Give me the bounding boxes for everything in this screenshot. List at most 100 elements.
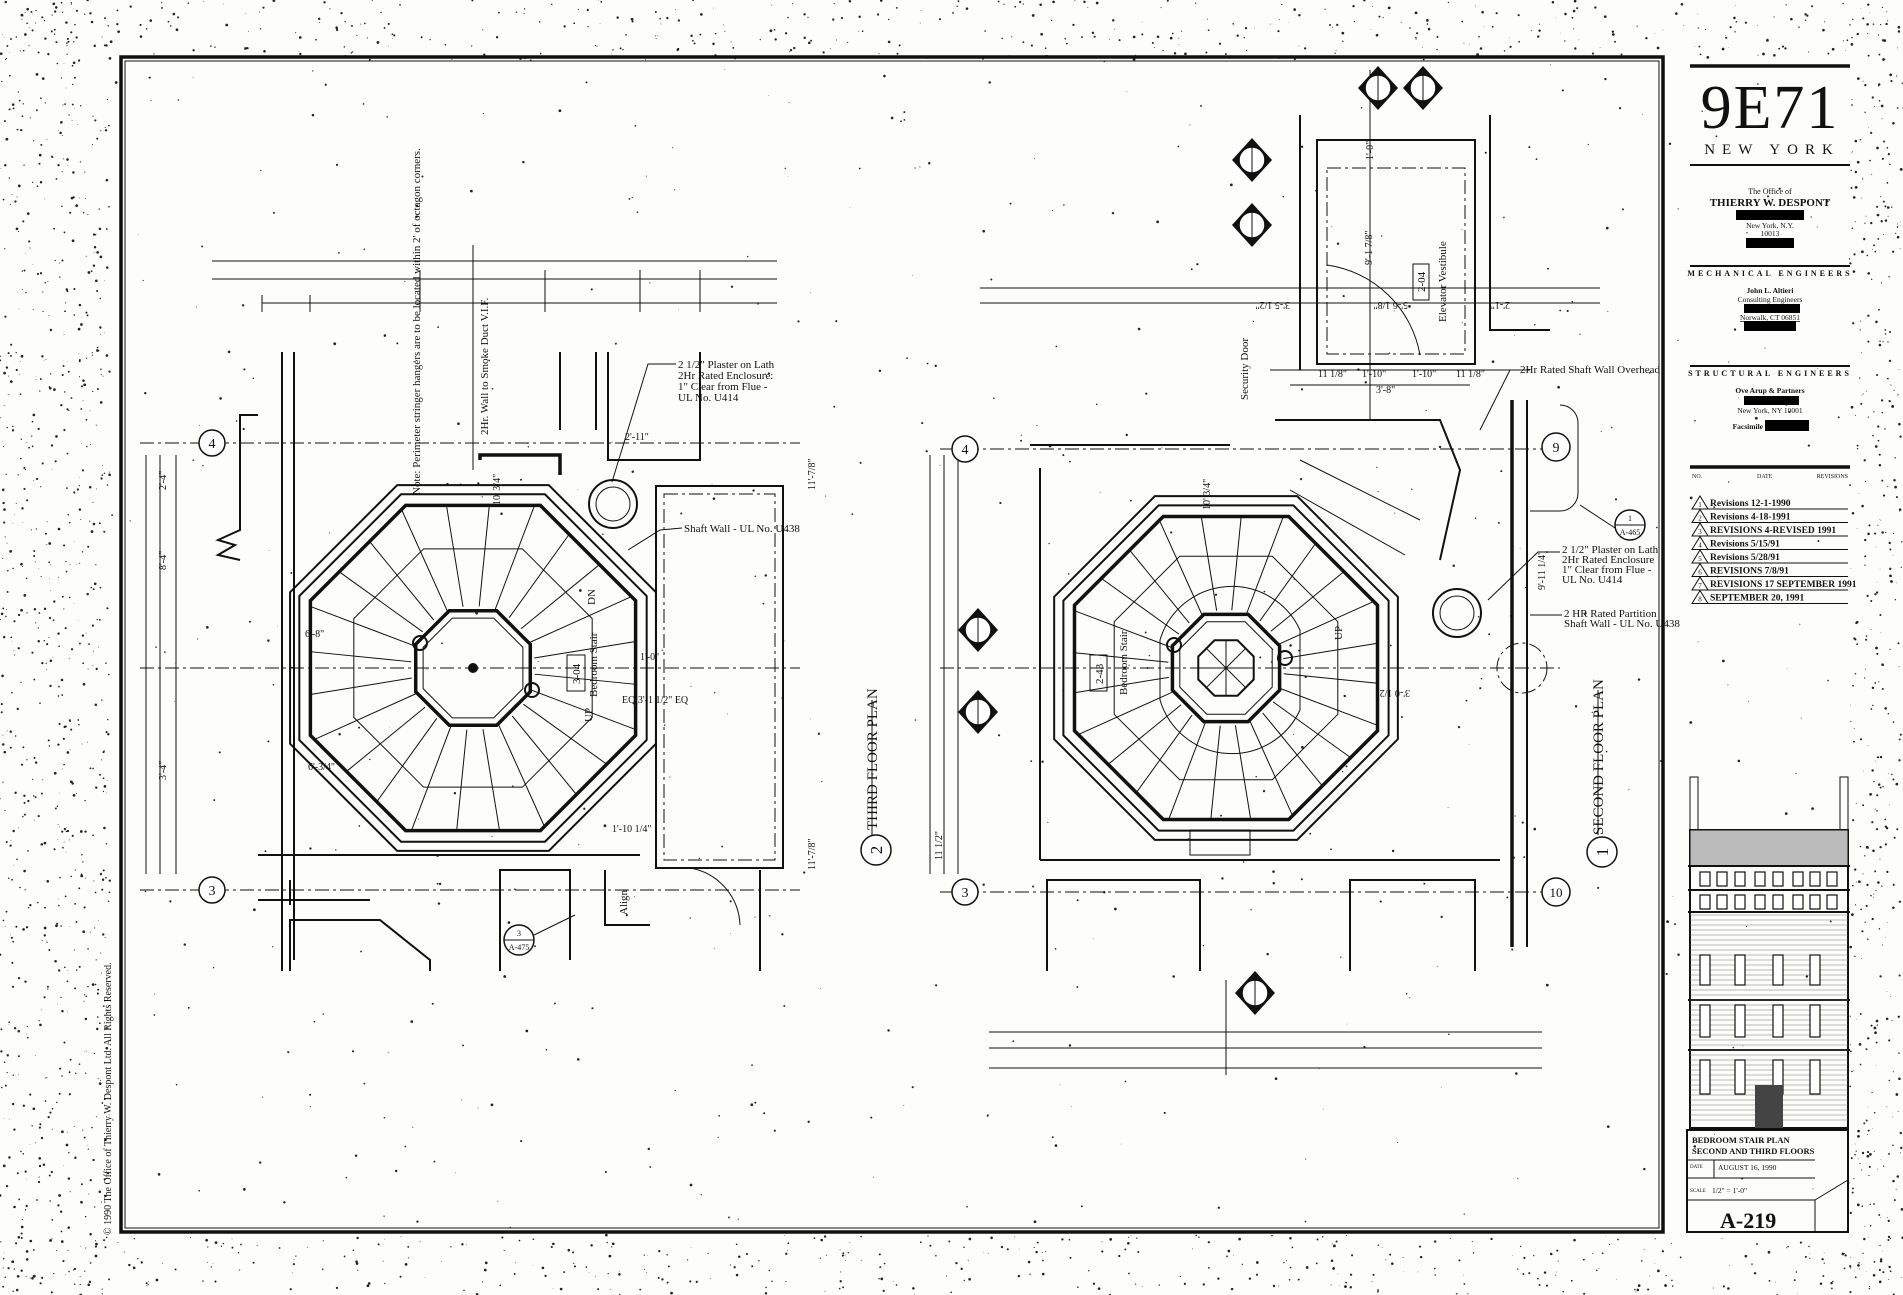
scan-speck <box>382 1260 384 1262</box>
scan-speck <box>1080 1205 1083 1208</box>
scan-speck <box>1860 320 1862 322</box>
section-marker[interactable] <box>1403 66 1443 110</box>
scan-speck <box>33 756 36 759</box>
scan-speck <box>87 948 89 950</box>
scan-speck <box>1634 1288 1636 1291</box>
scan-speck <box>1244 26 1248 30</box>
room-name: Bedroom Stair <box>1118 630 1130 695</box>
scan-speck <box>1857 1129 1860 1133</box>
scan-speck <box>100 1201 102 1203</box>
scan-speck <box>17 977 21 980</box>
scan-speck <box>1900 225 1901 227</box>
scan-speck <box>807 1120 810 1124</box>
scan-speck <box>104 936 106 939</box>
scan-speck <box>1573 28 1575 30</box>
scan-speck <box>1418 1245 1421 1248</box>
scan-speck <box>1873 770 1874 771</box>
scan-speck <box>647 1147 650 1151</box>
facade-window <box>1809 894 1821 910</box>
section-marker[interactable] <box>1235 971 1275 1015</box>
scan-speck <box>515 11 518 13</box>
scan-speck <box>95 1116 97 1118</box>
scan-speck <box>1509 45 1512 48</box>
scan-speck <box>1440 915 1443 919</box>
detail-reference-bubble[interactable]: 1 A-465 <box>1579 504 1646 541</box>
scan-speck <box>11 961 14 964</box>
scan-speck <box>271 946 274 948</box>
sheet-border-inner <box>124 60 1660 1229</box>
scan-speck <box>1161 447 1163 449</box>
scan-speck <box>64 391 66 393</box>
scan-speck <box>594 44 597 47</box>
detail-reference-bubble[interactable]: 3 A-475 <box>503 914 576 956</box>
scan-speck <box>11 103 15 106</box>
scan-speck <box>630 17 634 21</box>
scan-speck <box>26 22 28 25</box>
scan-speck <box>1889 574 1892 578</box>
scan-speck <box>9 746 12 749</box>
scan-speck <box>773 1129 776 1132</box>
scan-speck <box>15 502 17 504</box>
scan-speck <box>537 660 539 663</box>
scan-speck <box>1040 32 1043 36</box>
scan-speck <box>207 1261 209 1263</box>
scan-speck <box>1538 23 1541 25</box>
scan-speck <box>1876 146 1879 150</box>
scan-speck <box>1859 738 1863 741</box>
scan-speck <box>104 1246 107 1249</box>
scan-speck <box>935 1255 937 1257</box>
scan-speck <box>803 871 806 874</box>
section-marker[interactable] <box>1232 203 1272 247</box>
scan-speck <box>1854 170 1858 174</box>
scan-speck <box>68 114 70 116</box>
stair-tread <box>1129 549 1190 624</box>
scan-speck <box>295 32 297 34</box>
scan-speck <box>1897 1015 1900 1018</box>
scan-speck <box>545 1049 548 1051</box>
scan-speck <box>1864 538 1867 542</box>
scan-speck <box>1207 29 1210 32</box>
scan-speck <box>1255 775 1257 778</box>
section-marker[interactable] <box>1232 138 1272 182</box>
scan-speck <box>94 233 97 236</box>
scan-speck <box>58 1092 61 1095</box>
scan-speck <box>1370 29 1372 30</box>
scan-speck <box>62 104 64 106</box>
scan-speck <box>10 354 12 357</box>
scan-speck <box>114 81 118 84</box>
scan-speck <box>515 1262 516 1264</box>
scan-speck <box>23 813 26 816</box>
scan-speck <box>1263 590 1266 593</box>
scan-speck <box>1712 1287 1714 1289</box>
scan-speck <box>1768 1279 1771 1282</box>
svg-text:1: 1 <box>1593 848 1612 857</box>
scan-speck <box>25 926 29 929</box>
scan-speck <box>1858 377 1861 379</box>
scan-speck <box>40 486 42 488</box>
scan-speck <box>963 1246 965 1248</box>
scan-speck <box>849 207 851 208</box>
svg-text:2Hr Rated Enclosure:: 2Hr Rated Enclosure: <box>678 370 773 382</box>
scan-speck <box>1396 1142 1398 1144</box>
scan-speck <box>1832 1280 1834 1283</box>
svg-text:MECHANICAL ENGINEERS: MECHANICAL ENGINEERS <box>1687 269 1852 278</box>
scan-speck <box>1289 1237 1292 1240</box>
section-marker[interactable] <box>958 608 998 652</box>
scan-speck <box>1844 1254 1847 1257</box>
octagon-wall <box>1062 504 1390 832</box>
section-marker[interactable] <box>958 690 998 734</box>
scan-speck <box>13 865 14 866</box>
scan-speck <box>108 206 110 208</box>
section-marker[interactable] <box>1358 66 1398 110</box>
scan-speck <box>807 16 809 18</box>
scan-speck <box>2 919 5 922</box>
scan-speck <box>1766 38 1769 42</box>
scan-speck <box>654 11 657 14</box>
scan-speck <box>6 426 8 429</box>
scan-speck <box>1195 1234 1198 1237</box>
scan-speck <box>714 692 716 694</box>
scan-speck <box>68 1270 70 1273</box>
scan-speck <box>879 0 883 2</box>
scan-speck <box>558 109 562 113</box>
scan-speck <box>751 1265 754 1268</box>
